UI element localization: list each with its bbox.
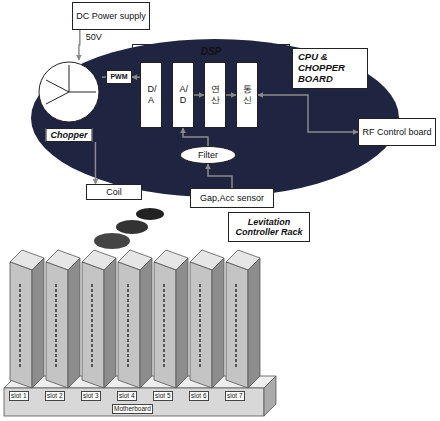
slot-label: slot 5 xyxy=(153,391,173,401)
slot-label: slot 7 xyxy=(225,391,245,401)
rack-label-box: Levitation Controller Rack xyxy=(228,212,310,242)
node-label: 통신 xyxy=(243,84,250,106)
board-front xyxy=(10,262,32,388)
slot-label: slot 4 xyxy=(117,391,137,401)
connector xyxy=(132,76,140,78)
function-block: D/A xyxy=(140,62,162,128)
motherboard-front xyxy=(4,388,264,416)
board-front xyxy=(82,262,104,388)
node-label: PWM xyxy=(110,73,127,81)
node-label: DC Power supply xyxy=(76,11,146,21)
board-marking xyxy=(19,284,21,368)
connector xyxy=(194,94,204,96)
node-label: CPU & CHOPPER BOARD xyxy=(292,48,368,89)
board-side xyxy=(176,258,188,388)
filter-outline xyxy=(181,147,236,164)
slot-label: slot 1 xyxy=(9,391,29,401)
node-label: A/D xyxy=(179,84,186,106)
board-side xyxy=(140,258,152,388)
board-marking xyxy=(199,284,201,368)
function-block: 연산 xyxy=(204,62,226,128)
control-board-box: RF Control board xyxy=(358,118,436,146)
dsp-box: D/A A/D 연산 통신 DSP xyxy=(132,44,290,140)
board-side xyxy=(32,258,44,388)
signal-blob xyxy=(116,220,148,234)
board-side xyxy=(212,258,224,388)
board-marking xyxy=(91,284,93,368)
function-block: 통신 xyxy=(236,62,258,128)
board-marking xyxy=(163,284,165,368)
board-side xyxy=(68,258,80,388)
chopper-switch xyxy=(46,65,96,104)
board-side xyxy=(104,258,116,388)
board-front xyxy=(190,262,212,388)
node-label: Coil xyxy=(106,187,122,197)
connector xyxy=(95,142,97,184)
function-block: A/D xyxy=(172,62,194,128)
node-label: Filter xyxy=(198,150,218,160)
node-label: Gap,Acc sensor xyxy=(200,193,264,203)
coil-box: Coil xyxy=(86,184,142,200)
board-front xyxy=(226,262,248,388)
board-markings xyxy=(20,284,236,368)
node-label: Levitation Controller Rack xyxy=(229,217,309,238)
motherboard-side xyxy=(264,376,276,416)
power-supply-box: DC Power supply xyxy=(72,2,150,30)
pwm-box: PWM xyxy=(106,70,132,84)
board-marking xyxy=(127,284,129,368)
board-side xyxy=(248,258,260,388)
node-label: 연산 xyxy=(211,84,218,106)
filter-ellipse: Filter xyxy=(180,146,236,164)
board-front xyxy=(46,262,68,388)
slot-label: slot 6 xyxy=(189,391,209,401)
board-region: D/A A/D 연산 통신 DSP Chopper PWM Filter CPU & CHOPP… xyxy=(30,38,400,198)
node-label: Chopper xyxy=(46,128,93,142)
connector xyxy=(78,30,80,60)
controller-boards xyxy=(10,250,260,388)
motherboard-label: Motherboard xyxy=(112,404,153,414)
board-front xyxy=(118,262,140,388)
connector xyxy=(226,94,236,96)
node-label: DSP xyxy=(132,46,290,58)
board-ellipse-fill xyxy=(31,39,399,197)
board-front xyxy=(154,262,176,388)
board-marking xyxy=(55,284,57,368)
signal-blob xyxy=(136,208,164,220)
node-label: D/A xyxy=(147,84,154,106)
slot-label: slot 2 xyxy=(45,391,65,401)
board-marking xyxy=(235,284,237,368)
voltage-label: 50V xyxy=(85,32,103,42)
chopper-circle xyxy=(39,62,99,122)
chopper-circuit: Chopper xyxy=(36,60,102,142)
sensor-box: Gap,Acc sensor xyxy=(190,188,274,208)
node-label: RF Control board xyxy=(362,127,431,137)
signal-blob xyxy=(94,233,130,249)
slot-label: slot 3 xyxy=(81,391,101,401)
